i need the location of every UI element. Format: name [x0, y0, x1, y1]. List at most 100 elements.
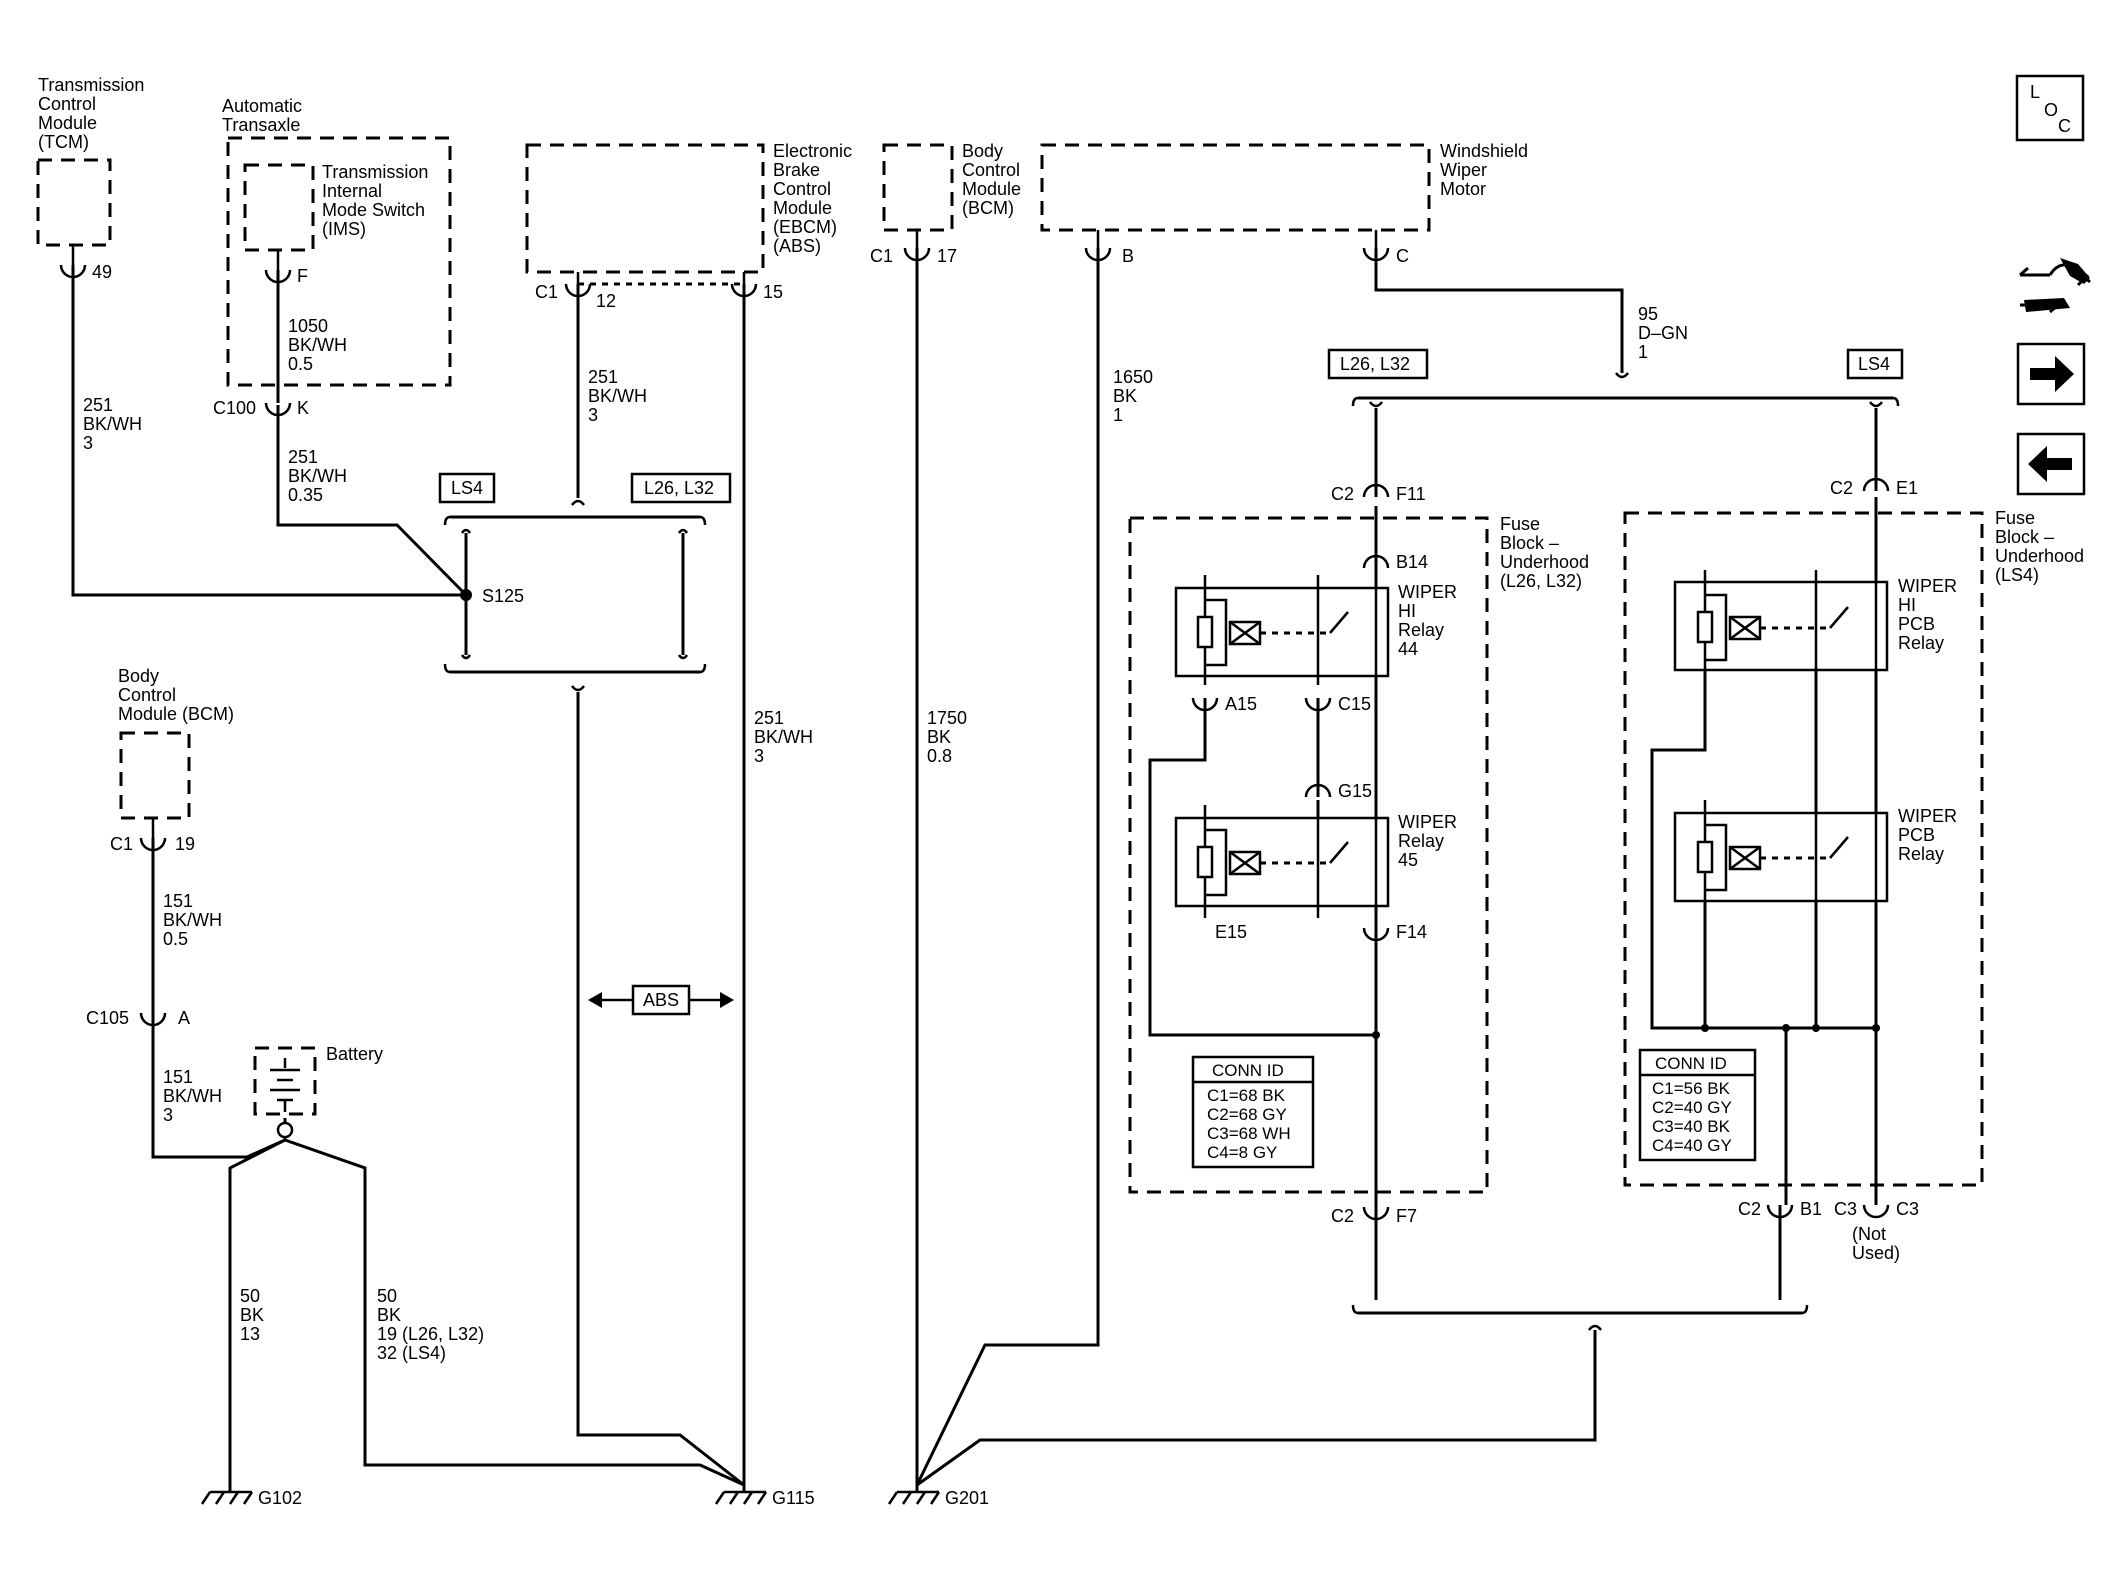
svg-text:L26, L32: L26, L32 — [644, 478, 714, 498]
svg-text:C2: C2 — [1331, 1206, 1354, 1226]
svg-text:15: 15 — [763, 282, 783, 302]
svg-text:B1: B1 — [1800, 1199, 1822, 1219]
svg-text:G115: G115 — [772, 1488, 815, 1508]
wires — [71, 248, 1893, 1492]
svg-text:19: 19 — [175, 834, 195, 854]
svg-text:C3=40 BK: C3=40 BK — [1652, 1117, 1731, 1136]
fuse-block-ls4-box — [1623, 511, 1984, 1187]
svg-text:C100: C100 — [213, 398, 256, 418]
tcm-box — [36, 158, 112, 247]
pin-labels: 49 F C100 K C1 12 15 C1 17 B C C2 F11 B1… — [86, 246, 1919, 1263]
automatic-transaxle-box — [226, 136, 452, 387]
svg-text:B14: B14 — [1396, 552, 1428, 572]
ims-box — [243, 163, 315, 252]
option-tags: LS4 L26, L32 L26, L32 LS4 — [438, 348, 1904, 504]
svg-text:K: K — [297, 398, 309, 418]
svg-text:L: L — [2030, 82, 2040, 102]
fuse-block-l26-box — [1128, 516, 1489, 1194]
svg-text:O: O — [2044, 100, 2058, 120]
svg-text:C2=68 GY: C2=68 GY — [1207, 1105, 1287, 1124]
svg-text:LS4: LS4 — [451, 478, 483, 498]
svg-text:L26, L32: L26, L32 — [1340, 354, 1410, 374]
svg-text:S125: S125 — [482, 586, 524, 606]
svg-text:C2: C2 — [1331, 484, 1354, 504]
relay-wiper-pcb — [1673, 800, 1889, 912]
svg-text:C: C — [1396, 246, 1409, 266]
svg-text:12: 12 — [596, 291, 616, 311]
svg-text:95D–GN1: 95D–GN1 — [1638, 304, 1688, 362]
component-locator-icon[interactable] — [2019, 258, 2091, 314]
loc-button[interactable]: L O C — [2015, 74, 2085, 142]
svg-text:E1: E1 — [1896, 478, 1918, 498]
svg-text:17: 17 — [937, 246, 957, 266]
svg-text:C2: C2 — [1738, 1199, 1761, 1219]
svg-text:A: A — [178, 1008, 190, 1028]
svg-text:C1: C1 — [110, 834, 133, 854]
battery-symbol — [253, 1046, 317, 1139]
ground-g102: G102 — [200, 1488, 302, 1508]
svg-text:C3: C3 — [1896, 1199, 1919, 1219]
svg-text:C1: C1 — [535, 282, 558, 302]
conn-id-table-right: CONN ID C1=56 BK C2=40 GY C3=40 BK C4=40… — [1638, 1048, 1757, 1162]
ground-g201: G201 — [887, 1488, 989, 1508]
battery-label: Battery — [326, 1044, 383, 1064]
s125-splice-dot — [460, 589, 472, 601]
relay-wiper-hi-pcb — [1673, 570, 1889, 685]
ground-g115: G115 — [714, 1488, 815, 1508]
svg-text:49: 49 — [92, 262, 112, 282]
svg-text:G15: G15 — [1338, 781, 1372, 801]
option-bracket-hooks — [443, 372, 1900, 1331]
wiper-motor-box — [1040, 143, 1431, 232]
svg-text:C1: C1 — [870, 246, 893, 266]
svg-text:G201: G201 — [945, 1488, 989, 1508]
svg-text:E15: E15 — [1215, 922, 1247, 942]
bcm-left-box — [119, 731, 191, 820]
svg-text:B: B — [1122, 246, 1134, 266]
svg-text:F7: F7 — [1396, 1206, 1417, 1226]
wire-251-tcm — [71, 265, 466, 597]
svg-text:C105: C105 — [86, 1008, 129, 1028]
svg-text:ABS: ABS — [643, 990, 679, 1010]
ebcm-box — [525, 143, 765, 274]
svg-text:C15: C15 — [1338, 694, 1371, 714]
svg-text:F: F — [297, 266, 308, 286]
conn-id-table-left: CONN ID C1=68 BK C2=68 GY C3=68 WH C4=8 … — [1191, 1055, 1315, 1169]
svg-text:F14: F14 — [1396, 922, 1427, 942]
svg-text:C1=68 BK: C1=68 BK — [1207, 1086, 1286, 1105]
svg-text:C2: C2 — [1830, 478, 1853, 498]
svg-text:C4=40 GY: C4=40 GY — [1652, 1136, 1732, 1155]
bcm-top-box — [882, 143, 954, 232]
svg-text:C: C — [2058, 116, 2071, 136]
connector-symbols — [59, 230, 1890, 1221]
previous-page-arrow-icon[interactable] — [2016, 432, 2086, 496]
svg-text:C3: C3 — [1834, 1199, 1857, 1219]
svg-text:G102: G102 — [258, 1488, 302, 1508]
svg-text:CONN ID: CONN ID — [1655, 1054, 1727, 1073]
next-page-arrow-icon[interactable] — [2016, 342, 2086, 406]
abs-option-arrow: ABS — [588, 984, 734, 1016]
svg-text:CONN ID: CONN ID — [1212, 1061, 1284, 1080]
svg-text:A15: A15 — [1225, 694, 1257, 714]
